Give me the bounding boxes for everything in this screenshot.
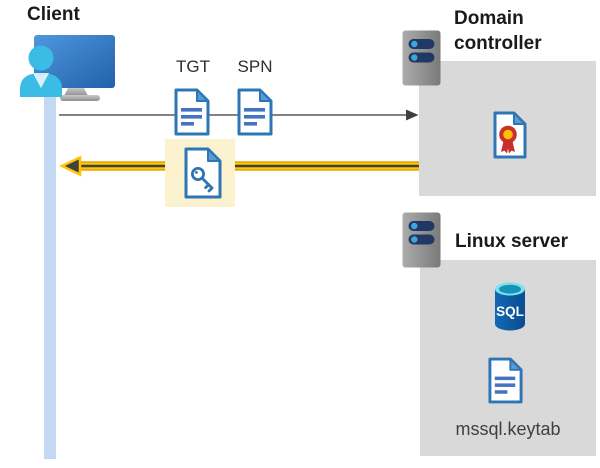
- request-arrow: [59, 109, 419, 121]
- ribbon-rosette: [499, 125, 517, 154]
- keytab-filename-label: mssql.keytab: [455, 419, 561, 439]
- sql-database-icon: SQL: [495, 282, 525, 331]
- domain-controller-server-icon: [402, 30, 441, 86]
- sql-icon-label: SQL: [496, 304, 524, 319]
- key-glyph: [190, 166, 214, 193]
- client-label: Client: [27, 4, 80, 25]
- spn-label: SPN: [237, 57, 273, 76]
- linux-server-icon: [402, 212, 441, 268]
- linux-server-label: Linux server: [455, 231, 568, 252]
- person-icon: [20, 45, 62, 97]
- domain-controller-label: Domain controller: [454, 8, 542, 54]
- keytab-file-icon: [488, 357, 523, 404]
- tgt-label: TGT: [176, 57, 210, 76]
- response-arrow: [59, 155, 419, 177]
- tgt-ticket-icon: [174, 88, 210, 136]
- monitor-icon: [34, 35, 115, 101]
- service-ticket-key-icon: [184, 147, 222, 199]
- certificate-icon: [493, 111, 527, 159]
- client-lifeline: [44, 97, 56, 459]
- spn-ticket-icon: [237, 88, 273, 136]
- client-icon: [20, 35, 115, 101]
